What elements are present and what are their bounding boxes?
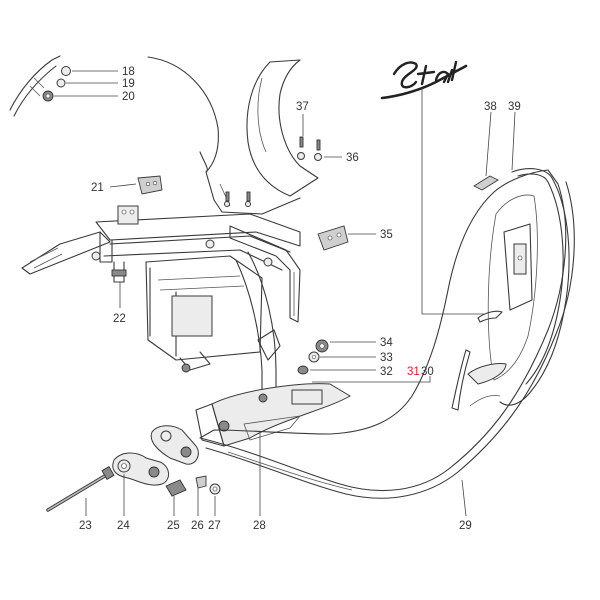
callout-28: 28 <box>253 520 266 532</box>
bracket-21 <box>137 175 163 195</box>
callout-18: 18 <box>122 66 135 78</box>
fastener-18-washer <box>61 66 71 76</box>
callout-25: 25 <box>167 520 180 532</box>
logo-leader-line <box>421 88 484 315</box>
fastener-20-nut <box>42 90 54 102</box>
leader-lines <box>54 70 516 517</box>
callout-34: 34 <box>380 337 393 349</box>
callout-31: 31 <box>407 366 420 378</box>
washer-27 <box>209 483 221 495</box>
fastener-34-nut <box>315 339 329 353</box>
callout-30: 30 <box>421 366 434 378</box>
callout-36: 36 <box>346 152 359 164</box>
fastener-37-screws <box>299 136 321 151</box>
fastener-36-washers <box>297 152 322 161</box>
fastener-32-washer <box>297 365 309 375</box>
callout-35: 35 <box>380 229 393 241</box>
main-frame <box>21 205 301 393</box>
callout-37: 37 <box>296 101 309 113</box>
bolt-23 <box>46 466 115 512</box>
callout-19: 19 <box>122 78 135 90</box>
screws-on-fender <box>224 191 251 207</box>
clip-25 <box>165 479 187 497</box>
side-panel-fragment <box>9 55 61 117</box>
pivot-bracket-24 <box>112 452 169 486</box>
callout-32: 32 <box>380 366 393 378</box>
floorboard-28 <box>195 383 351 447</box>
callout-23: 23 <box>79 520 92 532</box>
stand-bracket-upper <box>150 425 199 465</box>
callout-26: 26 <box>191 520 204 532</box>
callout-39: 39 <box>508 101 521 113</box>
leg-shield-29 <box>199 169 575 499</box>
nut-26 <box>195 475 207 489</box>
callout-33: 33 <box>380 352 393 364</box>
trim-39 <box>451 168 570 411</box>
callout-24: 24 <box>117 520 130 532</box>
callout-21: 21 <box>91 182 104 194</box>
callout-27: 27 <box>208 520 221 532</box>
rear-fender <box>147 56 319 215</box>
bracket-35 <box>317 225 349 251</box>
callout-38: 38 <box>484 101 497 113</box>
fastener-19-washer <box>56 78 66 88</box>
callout-29: 29 <box>459 520 472 532</box>
callout-labels: 18 19 20 21 22 23 24 25 26 27 28 29 30 3… <box>79 66 521 532</box>
badge-38 <box>473 175 499 191</box>
callout-22: 22 <box>113 313 126 325</box>
star-logo <box>380 60 468 100</box>
fastener-33-washer <box>308 351 320 363</box>
callout-20: 20 <box>122 91 135 103</box>
